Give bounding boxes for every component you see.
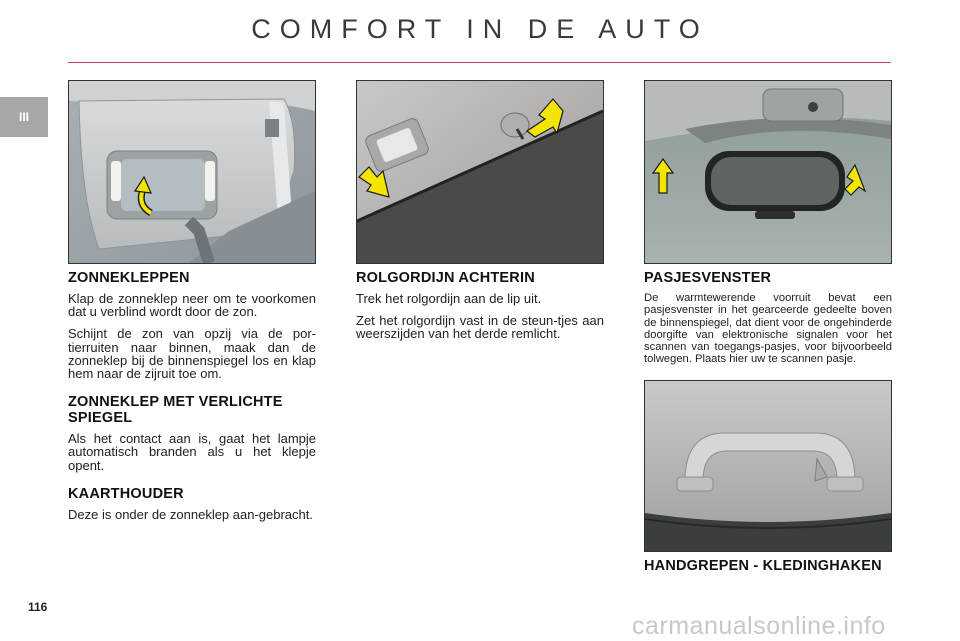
section-paragraph: De warmtewerende voorruit bevat een pasj… — [644, 292, 892, 366]
section-heading: PASJESVENSTER — [644, 270, 772, 286]
section-paragraph: Zet het rolgordijn vast in de steun-tjes… — [356, 313, 604, 342]
column-grab-handles: HANDGREPEN - KLEDINGHAKEN — [644, 558, 892, 580]
column-card-window: PASJESVENSTER De warmtewerende voorruit … — [644, 270, 892, 375]
section-paragraph: Als het contact aan is, gaat het lampje … — [68, 431, 316, 473]
section-paragraph: Klap de zonneklep neer om te voorkomen d… — [68, 291, 316, 320]
page-title: COMFORT IN DE AUTO — [251, 14, 709, 44]
arrow-icon — [651, 157, 675, 194]
grab-handle-photo — [644, 380, 892, 552]
section-paragraph: Schijnt de zon van opzij via de por-tier… — [68, 326, 316, 382]
section-heading: ZONNEKLEP MET VERLICHTE SPIEGEL — [68, 394, 283, 427]
watermark: carmanualsonline.info — [632, 612, 886, 640]
rear-blind-photo — [356, 80, 604, 264]
sun-visor-photo — [68, 80, 316, 264]
page-number: 116 — [28, 600, 48, 614]
section-heading: HANDGREPEN - KLEDINGHAKEN — [644, 558, 882, 574]
arrow-icon — [525, 98, 564, 138]
arrow-icon — [133, 175, 153, 217]
column-sun-visors: ZONNEKLEPPEN Klap de zonneklep neer om t… — [68, 270, 316, 530]
chapter-tab[interactable]: III — [0, 97, 48, 137]
column-rear-blind: ROLGORDIJN ACHTERIN Trek het rolgordijn … — [356, 270, 604, 350]
windscreen-mirror-photo — [644, 80, 892, 264]
section-heading: KAARTHOUDER — [68, 485, 184, 502]
section-heading: ROLGORDIJN ACHTERIN — [356, 270, 535, 286]
arrow-icon — [358, 166, 390, 198]
section-heading: ZONNEKLEPPEN — [68, 270, 190, 286]
title-divider — [68, 62, 891, 63]
arrow-icon — [844, 163, 867, 196]
section-paragraph: Deze is onder de zonneklep aan-gebracht. — [68, 506, 313, 522]
section-paragraph: Trek het rolgordijn aan de lip uit. — [356, 291, 542, 306]
